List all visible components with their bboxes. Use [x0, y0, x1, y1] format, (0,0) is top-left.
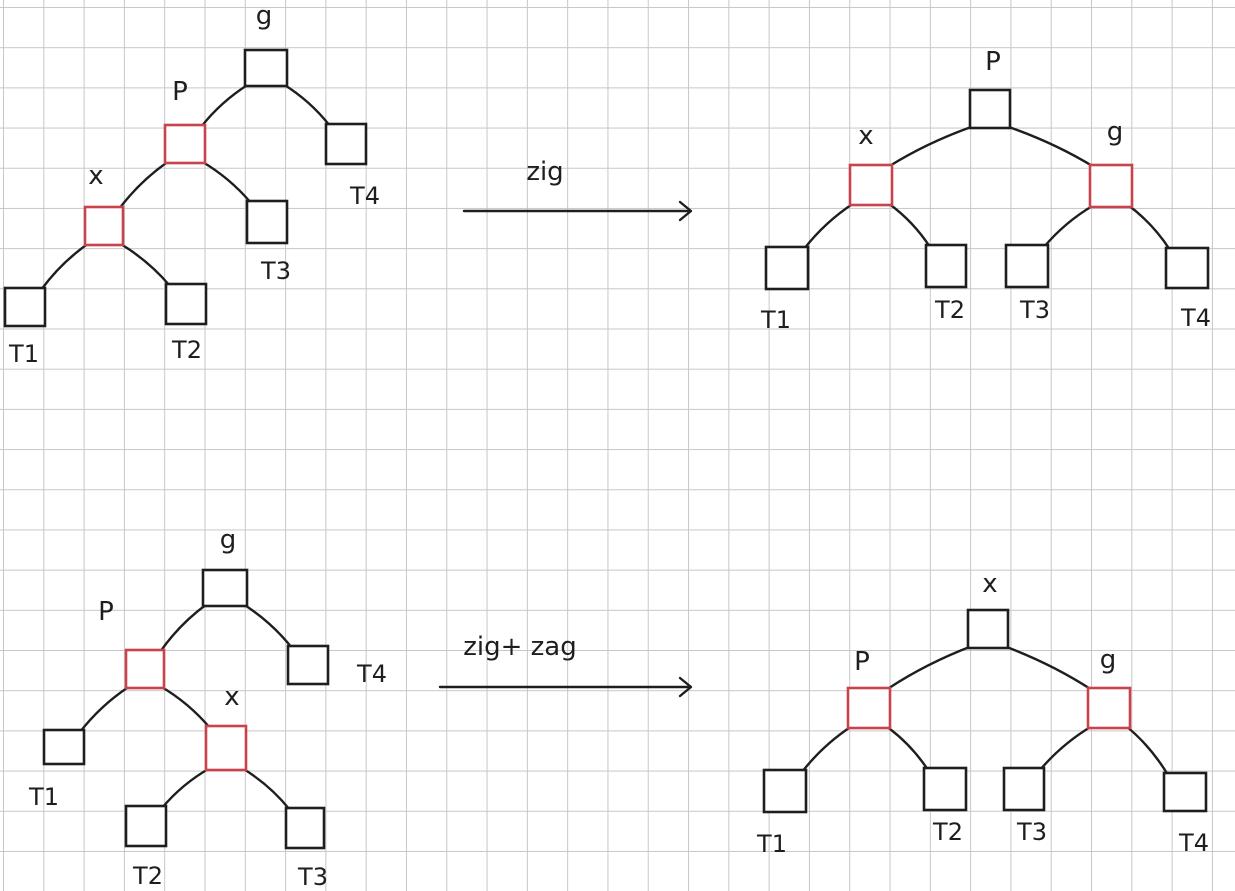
zig-before-edge-p-x	[117, 159, 171, 211]
zigzag-before-label-p: P	[98, 597, 114, 627]
zig-before-label-t1: T1	[8, 340, 39, 368]
zig-before-label-x: x	[88, 161, 103, 191]
zigzag-after-node-x	[966, 608, 1010, 650]
zigzag-after-edge-g-t4	[1124, 724, 1170, 777]
zigzag-after-edge-p-t1	[800, 724, 854, 774]
zig-after-label-x: x	[858, 121, 873, 151]
zigzag-before-edge-g-t4	[241, 602, 294, 650]
zig-before-node-t4	[324, 122, 368, 166]
zig-arrow: zig	[462, 157, 693, 222]
zigzag-arrow: zig+ zag	[438, 632, 693, 698]
zig-before-label-t3: T3	[260, 257, 291, 285]
zigzag-after-label-t2: T2	[932, 818, 963, 846]
zig-after-label-t3: T3	[1019, 296, 1050, 324]
zig-after-edge-g-t4	[1126, 203, 1172, 252]
zigzag-after-edge-x-g	[1002, 644, 1094, 692]
zig-before-node-t2	[164, 282, 208, 326]
zigzag-before-node-t1	[42, 728, 86, 766]
zig-after-edge-p-g	[1004, 124, 1096, 169]
zigzag-before-node-g	[201, 568, 249, 608]
edges-layer	[39, 82, 1172, 812]
zigzag-before-label-t3: T3	[297, 863, 328, 891]
zig-before-label-t2: T2	[171, 336, 202, 364]
zigzag-before-label-x: x	[224, 682, 239, 712]
zigzag-after-edge-g-t3	[1038, 724, 1094, 772]
zigzag-after-node-t2	[922, 766, 968, 812]
zigzag-after-label-t3: T3	[1016, 818, 1047, 846]
zig-after-node-t3	[1004, 243, 1050, 289]
zigzag-after-node-p	[846, 686, 892, 730]
zigzag-before-node-t2	[124, 804, 168, 848]
zigzag-before-node-t3	[284, 806, 326, 850]
zigzag-before-label-t2: T2	[132, 862, 163, 890]
zigzag-operation-label: zig+ zag	[463, 632, 577, 662]
zig-after-label-t1: T1	[760, 306, 791, 334]
zig-after-node-x	[848, 163, 894, 207]
zig-before-label-p: P	[172, 77, 188, 107]
nodes-layer	[3, 48, 1210, 850]
zigzag-arrow-head	[678, 676, 693, 698]
zigzag-after-label-t1: T1	[756, 830, 787, 858]
zig-operation-label: zig	[526, 157, 563, 187]
zigzag-before-label-t4: T4	[356, 660, 387, 688]
zig-after-edge-x-t1	[802, 201, 856, 251]
zigzag-before-edge-x-t2	[160, 766, 212, 810]
zigzag-before-edge-x-t3	[240, 766, 292, 812]
zigzag-after-node-t4	[1162, 771, 1208, 813]
zigzag-after-label-x: x	[982, 569, 997, 599]
zig-after-node-t4	[1164, 246, 1210, 290]
zigzag-before-edge-g-p	[158, 602, 209, 654]
zigzag-after-label-t4: T4	[1178, 829, 1209, 857]
zig-after-label-t4: T4	[1180, 304, 1211, 332]
zigzag-before-label-g: g	[220, 525, 237, 555]
zigzag-before-edge-p-x	[158, 684, 212, 730]
zig-before-label-t4: T4	[349, 182, 380, 210]
zig-before-edge-x-t1	[39, 241, 91, 292]
zigzag-before-label-t1: T1	[28, 783, 59, 811]
zig-after-label-p: P	[985, 47, 1001, 77]
zigzag-before-edge-p-t1	[78, 684, 132, 734]
zig-before-edge-g-t4	[281, 82, 332, 128]
zig-arrow-head	[678, 200, 693, 222]
zig-after-edge-g-t3	[1042, 203, 1096, 249]
zig-after-edge-x-t2	[886, 201, 932, 249]
zig-before-node-t3	[245, 199, 289, 245]
zigzag-after-edge-p-t2	[884, 724, 930, 772]
zigzag-after-node-g	[1086, 686, 1132, 730]
zigzag-after-node-t1	[762, 768, 808, 814]
zig-before-label-g: g	[256, 1, 273, 31]
zig-after-node-t2	[924, 243, 968, 289]
zig-before-edge-p-t3	[199, 159, 253, 205]
zigzag-before-node-p	[124, 648, 166, 690]
zig-before-edge-x-t2	[117, 241, 172, 288]
zig-before-node-t1	[3, 286, 47, 328]
zigzag-after-label-g: g	[1100, 645, 1117, 675]
zig-after-node-t1	[764, 245, 810, 291]
zigzag-before-node-x	[204, 724, 248, 772]
zig-after-edge-p-x	[886, 124, 976, 169]
zig-after-label-t2: T2	[934, 296, 965, 324]
zigzag-before-node-t4	[286, 644, 330, 686]
zig-after-label-g: g	[1107, 117, 1124, 147]
zig-after-node-g	[1088, 163, 1134, 209]
zigzag-after-edge-x-p	[884, 644, 974, 692]
zigzag-after-node-t3	[1002, 766, 1046, 812]
zig-after-node-p	[968, 88, 1012, 130]
zig-before-node-x	[83, 205, 125, 247]
zig-before-node-p	[163, 123, 207, 165]
zigzag-after-label-p: P	[854, 647, 870, 677]
zig-before-node-g	[243, 48, 289, 88]
zig-before-edge-g-p	[199, 82, 251, 129]
